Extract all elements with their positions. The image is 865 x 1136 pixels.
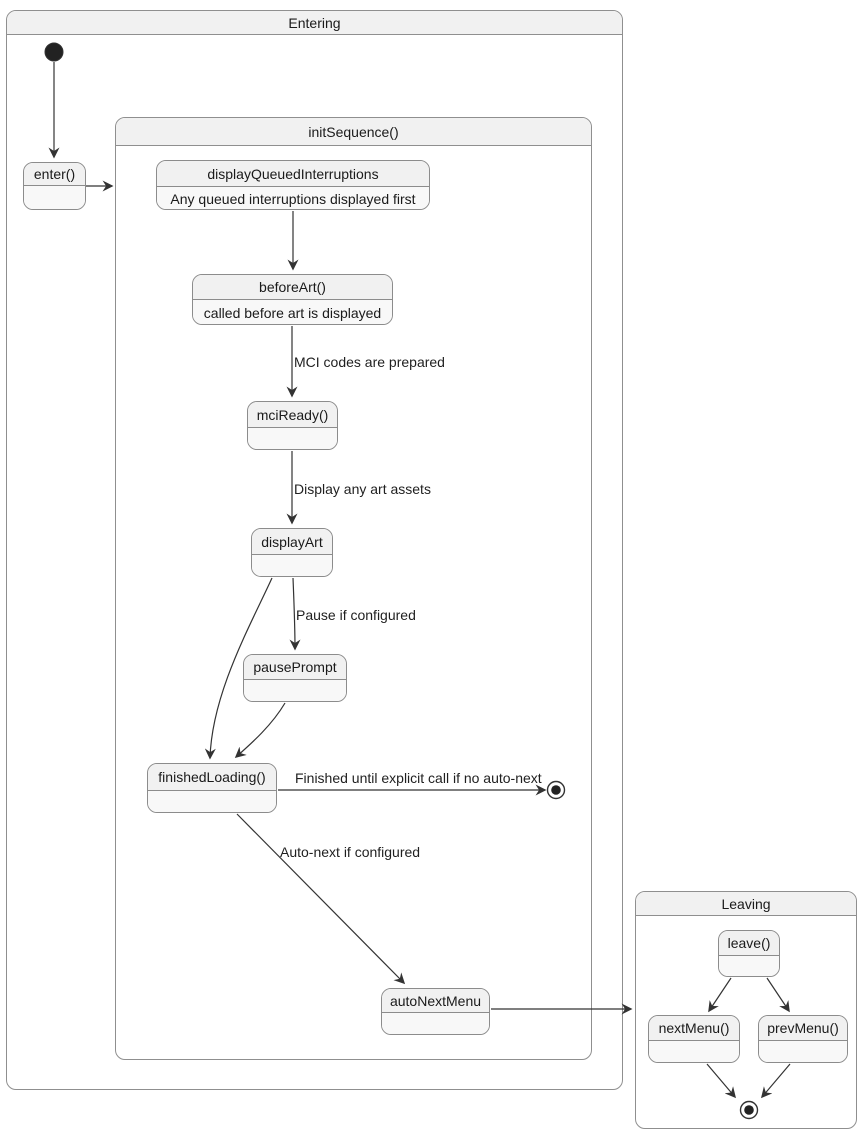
state-next-menu: nextMenu() bbox=[648, 1015, 740, 1063]
edge-prevmenu-to-final bbox=[761, 1063, 791, 1099]
container-title-text: Entering bbox=[288, 14, 341, 31]
container-title-text: Leaving bbox=[721, 895, 771, 912]
edge-label-mci-codes: MCI codes are prepared bbox=[294, 354, 445, 370]
state-leave: leave() bbox=[718, 930, 780, 977]
edge-finishedloading-to-autonextmenu bbox=[236, 813, 406, 985]
container-leaving: Leaving bbox=[635, 891, 857, 1129]
edge-label-pause-if-configured: Pause if configured bbox=[296, 607, 416, 623]
state-prev-menu: prevMenu() bbox=[758, 1015, 848, 1063]
state-enter: enter() bbox=[23, 162, 86, 210]
state-label: mciReady() bbox=[256, 406, 329, 423]
state-label: nextMenu() bbox=[658, 1020, 730, 1036]
state-finished-loading: finishedLoading() bbox=[147, 763, 277, 813]
state-label: autoNextMenu bbox=[389, 992, 482, 1009]
edge-label-auto-next: Auto-next if configured bbox=[280, 844, 421, 860]
edge-label-finished-until: Finished until explicit call if no auto-… bbox=[295, 770, 542, 786]
state-label: beforeArt() bbox=[259, 279, 326, 295]
state-display-art: displayArt bbox=[251, 528, 333, 577]
state-label: displayArt bbox=[261, 533, 323, 550]
state-label: enter() bbox=[33, 166, 76, 182]
edge-displayart-to-pauseprompt bbox=[289, 577, 301, 651]
container-init-sequence-title: initSequence() bbox=[116, 118, 591, 146]
container-leaving-title: Leaving bbox=[636, 892, 856, 916]
container-entering: Entering bbox=[6, 10, 623, 1090]
state-label: finishedLoading() bbox=[158, 769, 266, 785]
state-label: prevMenu() bbox=[767, 1020, 839, 1036]
initial-state-icon bbox=[44, 42, 64, 62]
final-state-icon bbox=[546, 780, 566, 800]
state-mci-ready: mciReady() bbox=[247, 401, 338, 450]
state-before-art: beforeArt() called before art is display… bbox=[192, 274, 393, 325]
state-pause-prompt: pausePrompt bbox=[243, 654, 347, 702]
edge-displayart-to-finishedloading bbox=[204, 577, 273, 760]
edge-nextmenu-to-final bbox=[706, 1063, 736, 1099]
edge-label-display-assets: Display any art assets bbox=[294, 481, 431, 497]
container-title-text: initSequence() bbox=[308, 123, 399, 140]
edge-leave-to-nextmenu bbox=[708, 977, 732, 1013]
state-label: pausePrompt bbox=[253, 659, 337, 675]
state-label: leave() bbox=[727, 935, 771, 951]
edge-pauseprompt-to-finishedloading bbox=[234, 702, 286, 759]
container-init-sequence: initSequence() bbox=[115, 117, 592, 1060]
final-state-icon bbox=[739, 1100, 759, 1120]
state-label: displayQueuedInterruptions bbox=[207, 165, 379, 182]
state-description: Any queued interruptions displayed first bbox=[170, 190, 416, 207]
container-entering-title: Entering bbox=[7, 11, 622, 35]
state-description: called before art is displayed bbox=[203, 304, 382, 321]
edge-leave-to-prevmenu bbox=[766, 977, 790, 1013]
state-auto-next-menu: autoNextMenu bbox=[381, 988, 490, 1035]
state-display-queued-interruptions: displayQueuedInterruptions Any queued in… bbox=[156, 160, 430, 210]
